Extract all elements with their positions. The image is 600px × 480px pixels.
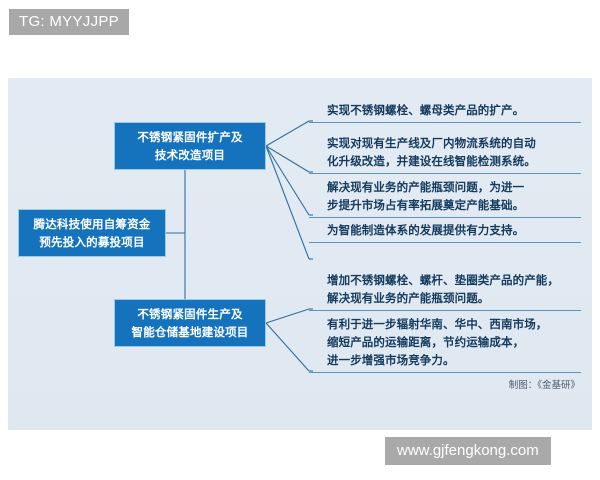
- leaf-item-3-rule: [309, 217, 581, 218]
- leaf-item-3: 解决现有业务的产能瓶颈问题，为进一 步提升市场占有率拓展奠定产能基础。: [309, 178, 587, 218]
- node-root-line2: 预先投入的募投项目: [39, 235, 145, 249]
- leaf-item-1-rule: [309, 122, 581, 123]
- connector-b1-item-1: [265, 120, 310, 147]
- tg-badge: TG: MYYJJPP: [9, 9, 129, 35]
- leaf-item-2-rule: [309, 173, 581, 174]
- leaf-item-6-line1: 有利于进一步辐射华南、华中、西南市场，: [327, 317, 548, 331]
- node-root[interactable]: 腾达科技使用自筹资金 预先投入的募投项目: [18, 209, 166, 257]
- leaf-item-4-line1: 为智能制造体系的发展提供有力支持。: [327, 223, 525, 237]
- node-branch-2-line2: 智能仓储基地建设项目: [131, 325, 249, 339]
- leaf-item-6-line2: 缩短产品的运输距离，节约运输成本，: [327, 335, 525, 349]
- leaf-item-6: 有利于进一步辐射华南、华中、西南市场， 缩短产品的运输距离，节约运输成本， 进一…: [309, 315, 587, 373]
- leaf-item-5-line2: 解决现有业务的产能瓶颈问题。: [327, 291, 490, 305]
- leaf-item-2: 实现对现有生产线及厂内物流系统的自动 化升级改造，并建设在线智能检测系统。: [309, 134, 587, 174]
- connector-b1-item-3: [265, 145, 310, 216]
- diagram-canvas: 腾达科技使用自筹资金 预先投入的募投项目 不锈钢紧固件扩产及 技术改造项目 不锈…: [8, 78, 592, 430]
- connector-b1-item-2: [265, 145, 310, 173]
- node-branch-2-line1: 不锈钢紧固件生产及: [137, 307, 243, 321]
- leaf-item-4: 为智能制造体系的发展提供有力支持。: [309, 221, 587, 243]
- leaf-item-5-line1: 增加不锈钢螺栓、螺杆、垫圈类产品的产能，: [327, 273, 559, 287]
- leaf-item-2-line2: 化升级改造，并建设在线智能检测系统。: [327, 154, 536, 168]
- leaf-item-3-line2: 步提升市场占有率拓展奠定产能基础。: [327, 198, 525, 212]
- node-branch-1[interactable]: 不锈钢紧固件扩产及 技术改造项目: [114, 122, 266, 170]
- leaf-item-1-line1: 实现不锈钢螺栓、螺母类产品的扩产。: [327, 103, 525, 117]
- leaf-item-6-line3: 进一步增强市场竞争力。: [327, 353, 455, 367]
- leaf-item-2-line1: 实现对现有生产线及厂内物流系统的自动: [327, 136, 536, 150]
- leaf-item-6-rule: [309, 372, 581, 373]
- connector-b2-item-2: [265, 322, 310, 372]
- diagram-credit: 制图：《金基研》: [508, 380, 580, 391]
- node-root-line1: 腾达科技使用自筹资金: [33, 217, 151, 231]
- node-branch-1-line1: 不锈钢紧固件扩产及: [137, 130, 243, 144]
- leaf-item-3-line1: 解决现有业务的产能瓶颈问题，为进一: [327, 180, 525, 194]
- leaf-item-1: 实现不锈钢螺栓、螺母类产品的扩产。: [309, 101, 587, 123]
- node-branch-1-line2: 技术改造项目: [154, 148, 226, 162]
- connector-b1-item-4: [265, 145, 310, 260]
- leaf-item-5-rule: [309, 310, 581, 311]
- leaf-item-5: 增加不锈钢螺栓、螺杆、垫圈类产品的产能， 解决现有业务的产能瓶颈问题。: [309, 271, 587, 311]
- site-watermark: www.gjfengkong.com: [385, 437, 551, 465]
- leaf-item-4-rule: [309, 242, 581, 243]
- node-branch-2[interactable]: 不锈钢紧固件生产及 智能仓储基地建设项目: [114, 299, 266, 347]
- connector-b2-item-1: [265, 308, 310, 324]
